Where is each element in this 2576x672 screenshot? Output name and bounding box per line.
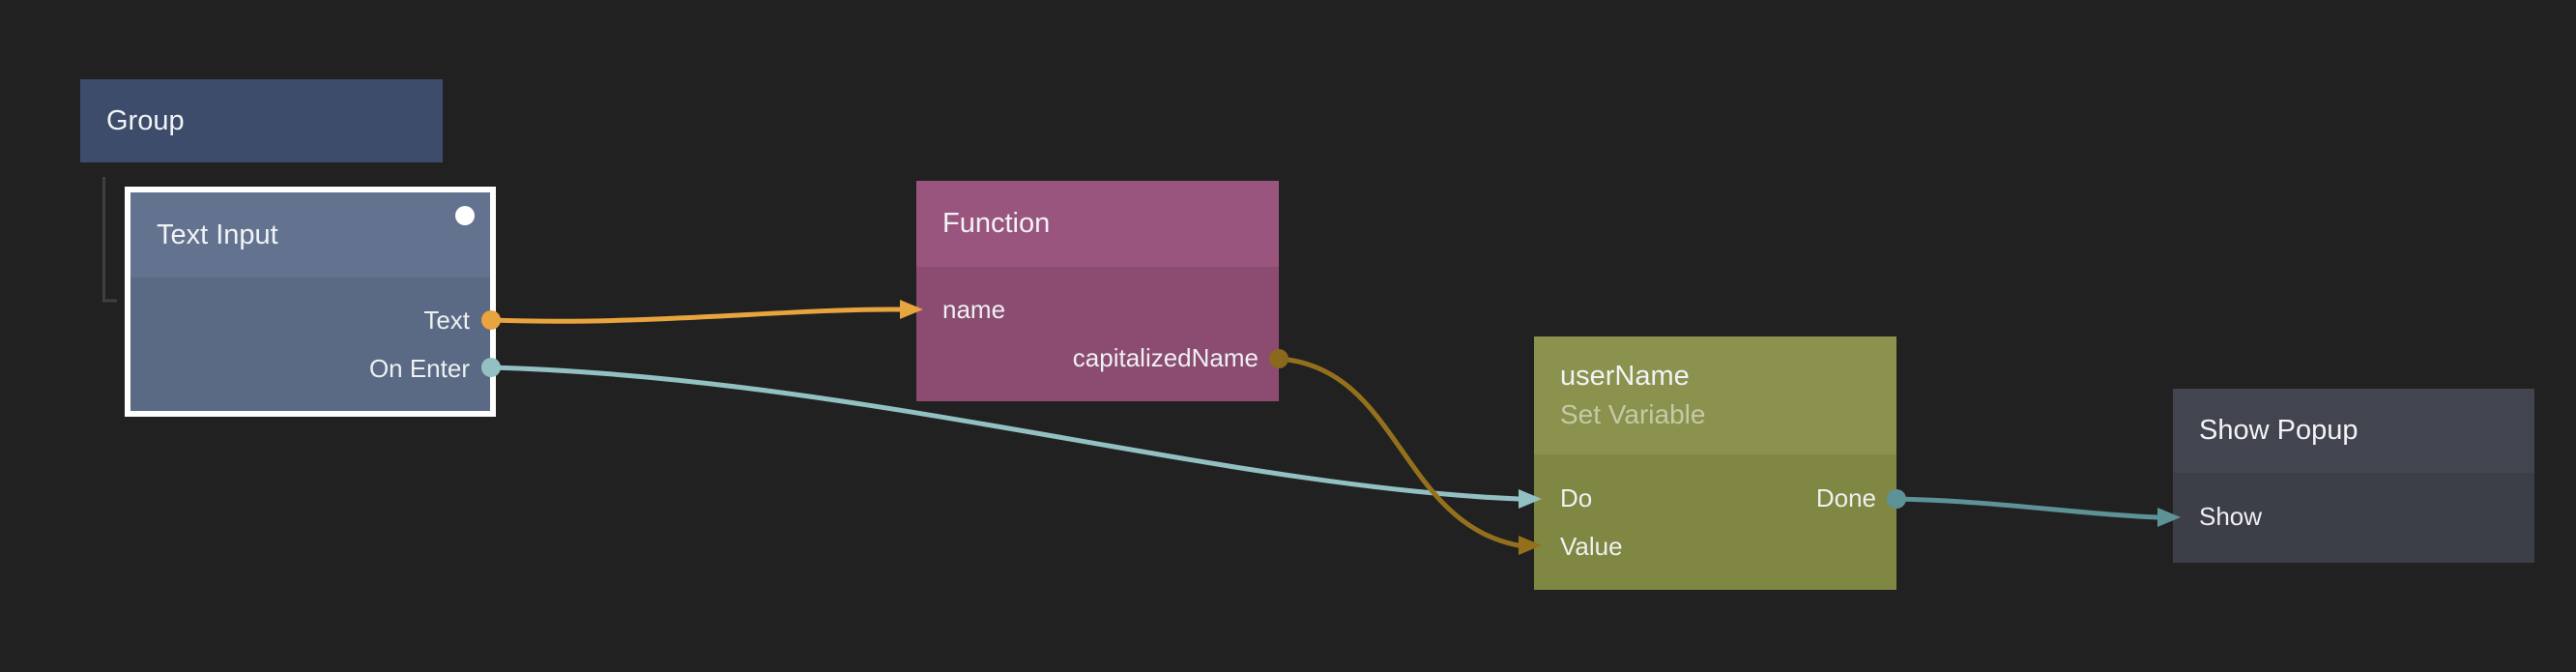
port-text-output-label: Text <box>423 305 470 335</box>
node-function-body: name capitalizedName <box>916 267 1279 401</box>
wire-text-to-name[interactable] <box>488 307 905 324</box>
node-text-input-title: Text Input <box>157 219 278 250</box>
port-done-output-label[interactable]: Done <box>1815 482 1876 512</box>
port-row-do-done: Do Done <box>1534 474 1896 522</box>
port-show-input-label: Show <box>2199 501 2263 531</box>
node-text-input-header[interactable]: Text Input <box>130 192 490 278</box>
node-username-header[interactable]: userName Set Variable <box>1534 336 1896 454</box>
node-username-title: userName <box>1560 361 1690 392</box>
visual-node-indicator-icon <box>455 206 475 225</box>
port-name-input[interactable]: name <box>916 285 1279 334</box>
port-value-input[interactable]: Value <box>1534 522 1896 570</box>
node-text-input-selection-outline: Text Input Text On Enter <box>125 187 496 417</box>
wire-done-to-show[interactable] <box>1894 496 2160 520</box>
port-text-output[interactable]: Text <box>130 296 490 344</box>
node-group[interactable]: Group <box>80 79 443 162</box>
wire-capitalizedname-to-value[interactable] <box>1276 356 1521 548</box>
node-function-header[interactable]: Function <box>916 181 1279 267</box>
node-text-input[interactable]: Text Input Text On Enter <box>130 192 490 411</box>
port-on-enter-output[interactable]: On Enter <box>130 344 490 393</box>
port-do-input-label[interactable]: Do <box>1560 482 1593 512</box>
node-username-subtitle: Set Variable <box>1560 399 1706 429</box>
port-show-input[interactable]: Show <box>2173 492 2534 541</box>
node-show-popup-body: Show <box>2173 473 2534 563</box>
port-capitalizedname-output[interactable]: capitalizedName <box>916 334 1279 382</box>
node-function[interactable]: Function name capitalizedName <box>916 181 1279 401</box>
port-value-input-label: Value <box>1560 531 1623 561</box>
port-name-input-label: name <box>942 294 1006 324</box>
node-show-popup-header[interactable]: Show Popup <box>2173 389 2534 473</box>
port-capitalizedname-output-label: capitalizedName <box>1072 342 1259 372</box>
port-on-enter-output-label: On Enter <box>368 353 470 383</box>
node-show-popup-title: Show Popup <box>2199 415 2359 446</box>
node-group-title: Group <box>106 104 185 136</box>
node-group-header[interactable]: Group <box>80 79 443 162</box>
node-text-input-body: Text On Enter <box>130 278 490 411</box>
group-child-connector-line <box>102 177 117 303</box>
node-username-set-variable[interactable]: userName Set Variable Do Done Value <box>1534 336 1896 590</box>
node-function-title: Function <box>942 208 1051 239</box>
node-show-popup[interactable]: Show Popup Show <box>2173 389 2534 563</box>
node-username-body: Do Done Value <box>1534 454 1896 590</box>
